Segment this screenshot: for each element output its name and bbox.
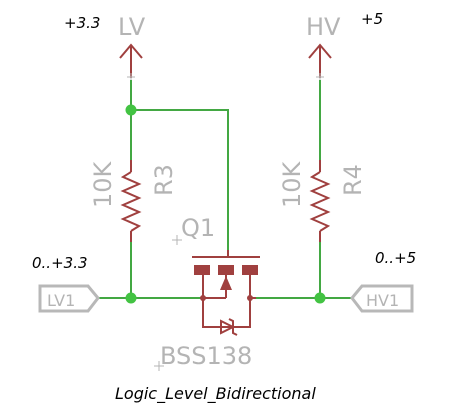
hv-supply-arrow <box>308 43 332 59</box>
lv-supply-name: LV <box>118 13 146 41</box>
lv-supply-symbol[interactable] <box>119 43 143 81</box>
r4-ref: R4 <box>339 164 367 196</box>
hv1-port-shape <box>350 284 414 313</box>
r4-zigzag <box>309 171 331 232</box>
wires <box>97 80 352 299</box>
port-hv1[interactable]: HV1 <box>350 284 414 313</box>
q1-ref: Q1 <box>181 214 215 242</box>
hv-supply-name: HV <box>306 13 341 41</box>
port-lv1[interactable]: LV1 <box>38 284 100 313</box>
hv-supply-voltage: +5 <box>361 10 383 28</box>
q1-channel-mid <box>218 265 234 275</box>
q1-channel-left <box>194 265 210 275</box>
q1-channel-right <box>242 265 258 275</box>
q1-diode-loop <box>202 298 251 328</box>
resistor-r3[interactable] <box>120 160 142 242</box>
q1-part-number: BSS138 <box>160 342 252 370</box>
q1-body-arrow <box>220 276 232 290</box>
resistor-r4[interactable] <box>309 160 331 242</box>
junction-hv-bottom <box>314 292 326 304</box>
r3-zigzag <box>120 171 142 232</box>
q1-diode-triangle <box>220 319 236 335</box>
lv-supply-arrow <box>119 43 143 59</box>
r3-ref: R3 <box>150 164 178 196</box>
hv-supply-symbol[interactable] <box>308 43 332 81</box>
hv1-range: 0..+5 <box>375 249 416 267</box>
lv-supply-voltage: +3.3 <box>64 14 100 32</box>
lv1-range: 0..+3.3 <box>32 254 88 272</box>
junction-lv-top <box>125 104 137 116</box>
lv1-port-shape <box>38 284 100 313</box>
r3-value: 10K <box>89 160 117 208</box>
junction-lv-bottom <box>125 292 137 304</box>
diagram-caption: Logic_Level_Bidirectional <box>115 384 316 404</box>
mosfet-q1[interactable] <box>192 250 260 336</box>
wire-lv-to-gate <box>131 109 229 250</box>
lv1-port-name: LV1 <box>47 291 75 310</box>
q1-diode-bar <box>228 318 238 336</box>
hv1-port-name: HV1 <box>366 291 399 310</box>
r4-value: 10K <box>278 160 306 208</box>
